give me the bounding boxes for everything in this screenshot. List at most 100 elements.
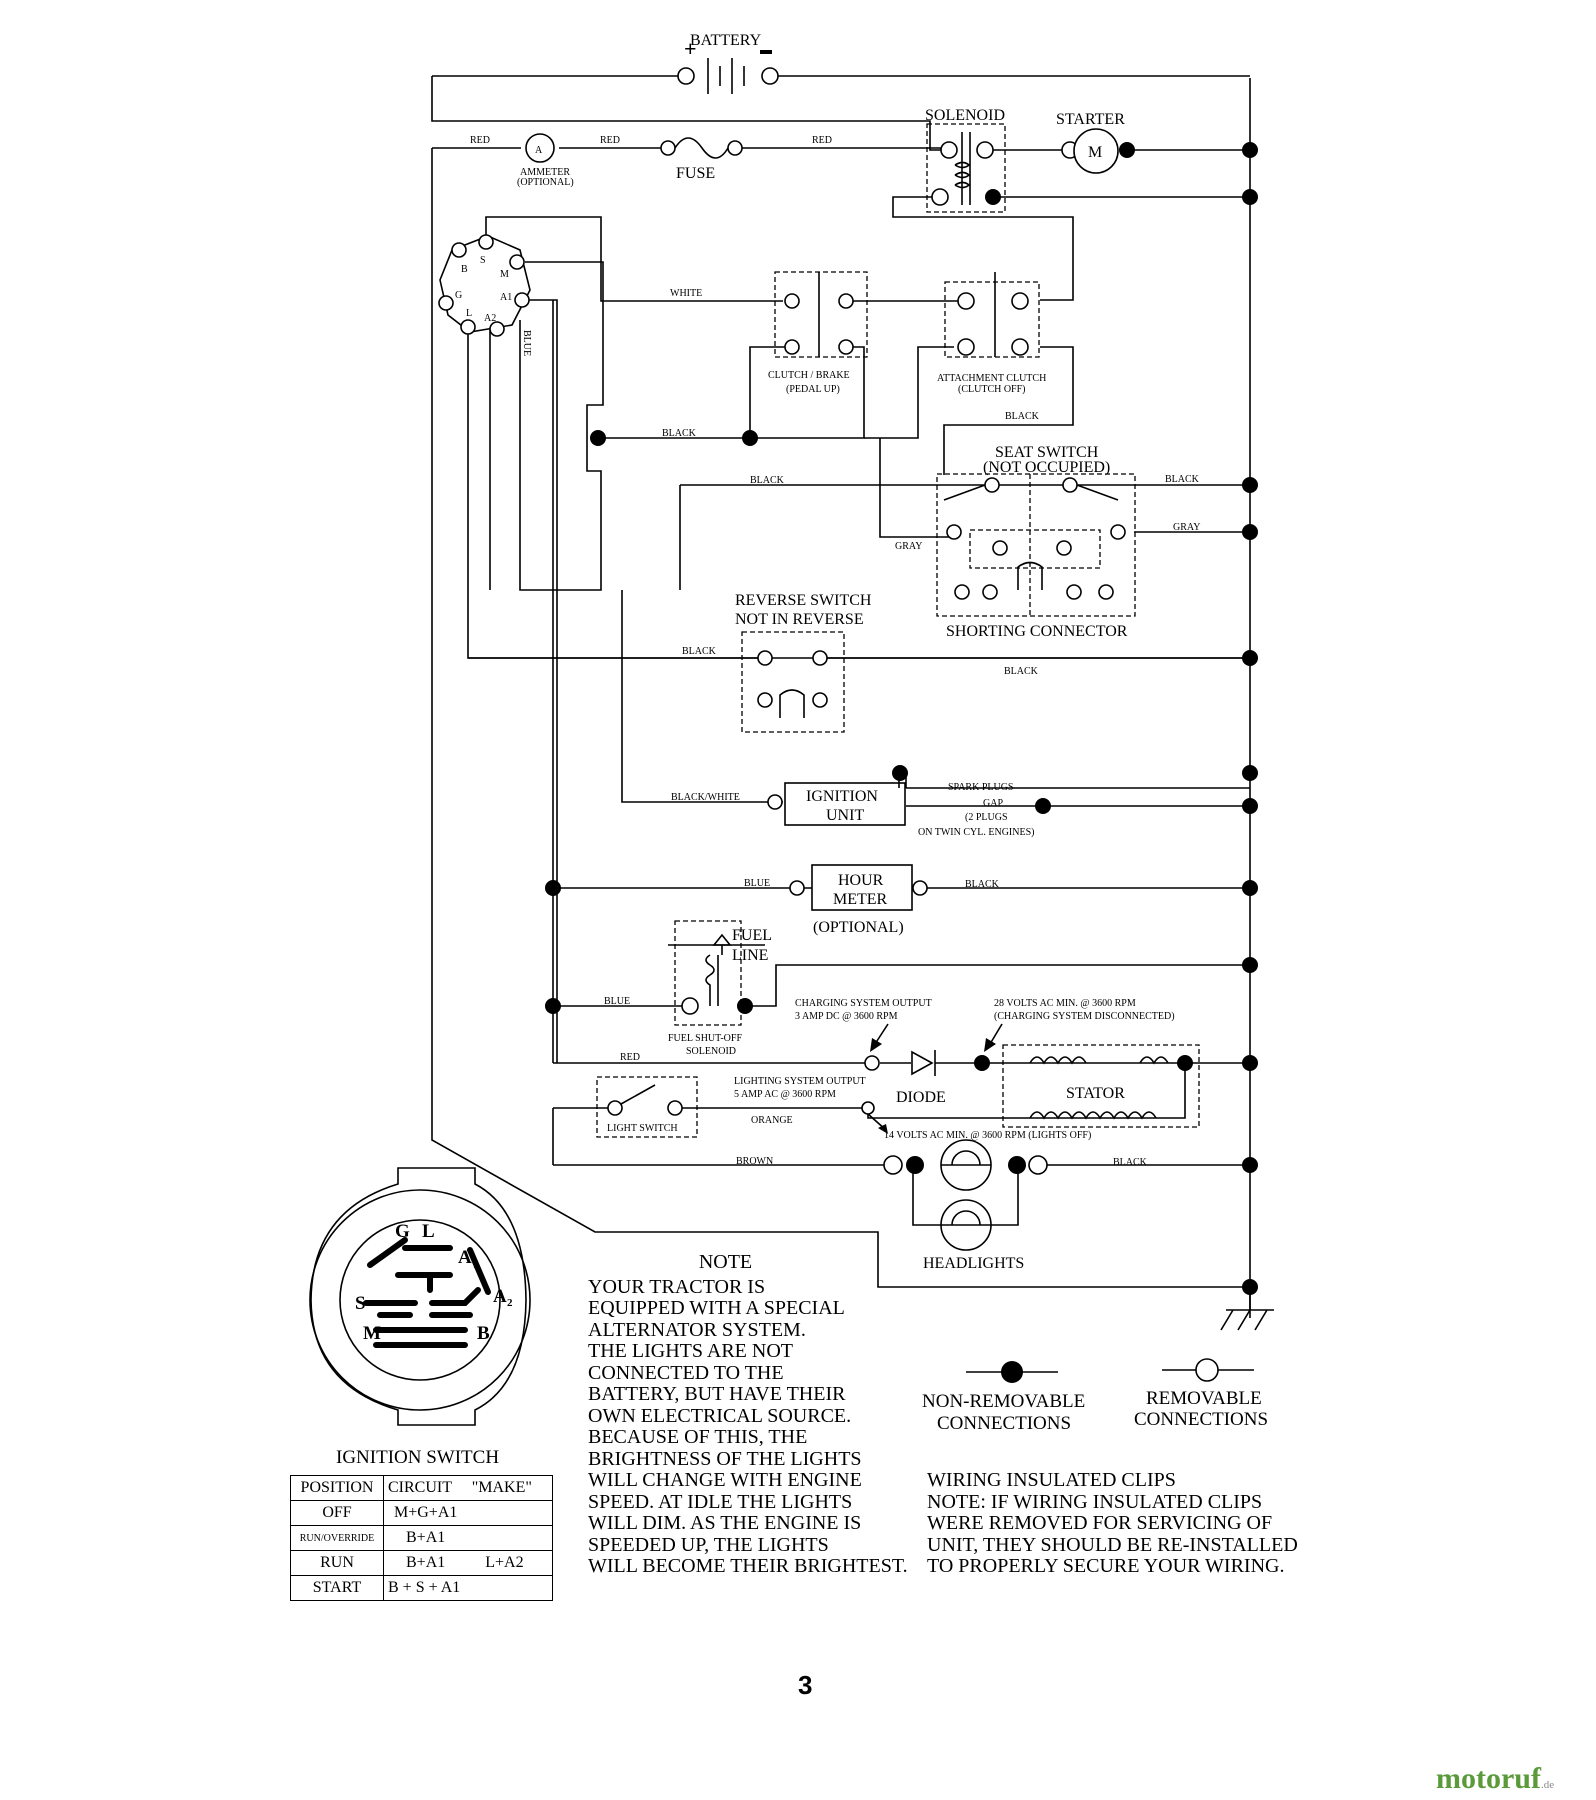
note-line: BRIGHTNESS OF THE LIGHTS <box>588 1447 862 1470</box>
svg-text:RED: RED <box>470 135 490 146</box>
svg-text:M: M <box>1088 144 1102 161</box>
svg-text:B: B <box>461 264 468 275</box>
svg-text:ATTACHMENT CLUTCH: ATTACHMENT CLUTCH <box>937 373 1046 384</box>
table-header: CIRCUIT "MAKE" <box>383 1475 553 1501</box>
svg-text:L: L <box>466 308 472 319</box>
page-number: 3 <box>798 1670 813 1700</box>
svg-text:CONNECTIONS: CONNECTIONS <box>937 1413 1071 1434</box>
svg-text:S: S <box>480 255 486 266</box>
note-line: BATTERY, BUT HAVE THEIR <box>588 1383 846 1405</box>
insulated-clips-note: WIRING INSULATED CLIPS NOTE: IF WIRING I… <box>927 1469 1347 1578</box>
svg-text:BLUE: BLUE <box>604 996 630 1007</box>
svg-text:L: L <box>422 1221 435 1242</box>
table-cell-circuit: B + S + A1 <box>388 1579 461 1596</box>
note-line: BECAUSE OF THIS, THE <box>588 1426 808 1448</box>
battery-symbol: + BATTERY <box>677 32 779 94</box>
svg-text:(CHARGING SYSTEM DISCONNECTED): (CHARGING SYSTEM DISCONNECTED) <box>994 1011 1175 1022</box>
svg-text:BROWN: BROWN <box>736 1156 773 1167</box>
svg-text:LIGHTING SYSTEM OUTPUT: LIGHTING SYSTEM OUTPUT <box>734 1076 866 1087</box>
svg-text:BLACK: BLACK <box>682 646 717 657</box>
svg-text:WHITE: WHITE <box>670 288 702 299</box>
svg-text:BLACK: BLACK <box>750 475 785 486</box>
junction-dots <box>545 142 1258 1295</box>
svg-text:A1: A1 <box>500 292 512 303</box>
svg-text:METER: METER <box>833 891 888 908</box>
svg-text:STARTER: STARTER <box>1056 111 1125 128</box>
svg-text:B: B <box>477 1323 490 1344</box>
table-cell-circuit: B+A1 <box>406 1529 446 1546</box>
svg-text:BLACK/WHITE: BLACK/WHITE <box>671 792 740 803</box>
svg-text:(OPTIONAL): (OPTIONAL) <box>813 919 904 936</box>
note-line: SPEEDED UP, THE LIGHTS <box>588 1533 829 1556</box>
svg-text:FUEL SHUT-OFF: FUEL SHUT-OFF <box>668 1033 742 1044</box>
svg-text:DIODE: DIODE <box>896 1089 946 1106</box>
svg-text:RED: RED <box>600 135 620 146</box>
svg-text:BLACK: BLACK <box>1165 474 1200 485</box>
table-cell-position: OFF <box>290 1500 384 1526</box>
svg-text:LINE: LINE <box>732 947 768 964</box>
svg-text:2: 2 <box>507 1297 513 1309</box>
svg-text:S: S <box>355 1293 366 1314</box>
charging-system: CHARGING SYSTEM OUTPUT 3 AMP DC @ 3600 R… <box>795 998 1193 1106</box>
note-line: CONNECTED TO THE <box>588 1361 784 1384</box>
seat-switch: SEAT SWITCH (NOT OCCUPIED) SHORTING CONN… <box>936 444 1136 640</box>
table-header-row: POSITION CIRCUIT "MAKE" <box>290 1475 553 1501</box>
ignition-terminal-block: B S M G L A1 A2 <box>438 234 531 337</box>
watermark-text: motoruf <box>1436 1762 1541 1795</box>
svg-text:BLACK: BLACK <box>662 428 697 439</box>
svg-text:GAP: GAP <box>983 798 1003 809</box>
table-row: OFF M+G+A1 <box>290 1500 553 1526</box>
svg-text:ON TWIN CYL. ENGINES): ON TWIN CYL. ENGINES) <box>918 827 1034 838</box>
svg-text:ORANGE: ORANGE <box>751 1115 793 1126</box>
svg-text:FUEL: FUEL <box>732 927 772 944</box>
fuel-shutoff-solenoid: FUEL LINE FUEL SHUT-OFF SOLENOID <box>668 920 772 1057</box>
svg-text:REVERSE SWITCH: REVERSE SWITCH <box>735 592 872 609</box>
light-switch: LIGHT SWITCH <box>596 1076 698 1138</box>
svg-text:SOLENOID: SOLENOID <box>686 1046 736 1057</box>
note-line: OWN ELECTRICAL SOURCE. <box>588 1404 852 1427</box>
svg-text:SEAT SWITCH: SEAT SWITCH <box>995 444 1099 461</box>
svg-text:M: M <box>363 1323 381 1344</box>
note-title: NOTE <box>698 1251 753 1273</box>
wire-labels: RED RED RED WHITE BLUE BLACK BLACK BLACK… <box>470 135 1200 1168</box>
fuse: FUSE <box>660 137 743 182</box>
svg-text:NOT IN REVERSE: NOT IN REVERSE <box>735 611 864 628</box>
reverse-switch: REVERSE SWITCH NOT IN REVERSE <box>735 592 872 733</box>
svg-text:CHARGING SYSTEM OUTPUT: CHARGING SYSTEM OUTPUT <box>795 998 932 1009</box>
note-line: THE LIGHTS ARE NOT <box>588 1340 793 1362</box>
svg-text:NON-REMOVABLE: NON-REMOVABLE <box>922 1391 1085 1412</box>
svg-text:14 VOLTS AC MIN. @ 3600 RPM (L: 14 VOLTS AC MIN. @ 3600 RPM (LIGHTS OFF) <box>884 1130 1091 1141</box>
svg-text:A: A <box>458 1247 472 1268</box>
watermark-suffix: .de <box>1540 1779 1555 1791</box>
svg-text:3 AMP DC @ 3600 RPM: 3 AMP DC @ 3600 RPM <box>795 1011 898 1022</box>
svg-text:AMMETER: AMMETER <box>520 167 570 178</box>
svg-text:G: G <box>455 290 462 301</box>
svg-text:SPARK PLUGS: SPARK PLUGS <box>948 782 1014 793</box>
table-cell-position: START <box>290 1575 384 1601</box>
minus-icon <box>760 50 772 54</box>
battery-label: BATTERY <box>690 32 762 49</box>
svg-text:BLACK: BLACK <box>1113 1157 1148 1168</box>
solenoid: SOLENOID <box>925 107 1006 213</box>
ignition-position-table: POSITION CIRCUIT "MAKE" OFF M+G+A1 RUN/O… <box>290 1475 553 1601</box>
table-cell-circuit: B+A1 <box>406 1554 446 1571</box>
table-cell-circuit: M+G+A1 <box>394 1504 458 1521</box>
svg-text:RED: RED <box>812 135 832 146</box>
svg-text:(2 PLUGS: (2 PLUGS <box>965 812 1008 823</box>
note-line: WILL CHANGE WITH ENGINE <box>588 1469 862 1491</box>
table-header: POSITION <box>290 1475 384 1501</box>
svg-text:G: G <box>395 1221 410 1242</box>
svg-text:BLUE: BLUE <box>521 330 532 356</box>
svg-text:SHORTING CONNECTOR: SHORTING CONNECTOR <box>946 623 1128 640</box>
clips-line: WERE REMOVED FOR SERVICING OF <box>927 1512 1273 1534</box>
note-line: SPEED. AT IDLE THE LIGHTS <box>588 1490 853 1513</box>
headlights: HEADLIGHTS <box>883 1139 1048 1272</box>
svg-text:(OPTIONAL): (OPTIONAL) <box>517 177 574 188</box>
clutch-brake-switch: CLUTCH / BRAKE (PEDAL UP) <box>768 271 868 395</box>
svg-text:BLACK: BLACK <box>965 879 1000 890</box>
wire-network <box>431 75 1274 1331</box>
note-line: EQUIPPED WITH A SPECIAL <box>588 1297 845 1319</box>
svg-text:1: 1 <box>473 1259 479 1271</box>
note-line: WILL DIM. AS THE ENGINE IS <box>588 1512 862 1534</box>
